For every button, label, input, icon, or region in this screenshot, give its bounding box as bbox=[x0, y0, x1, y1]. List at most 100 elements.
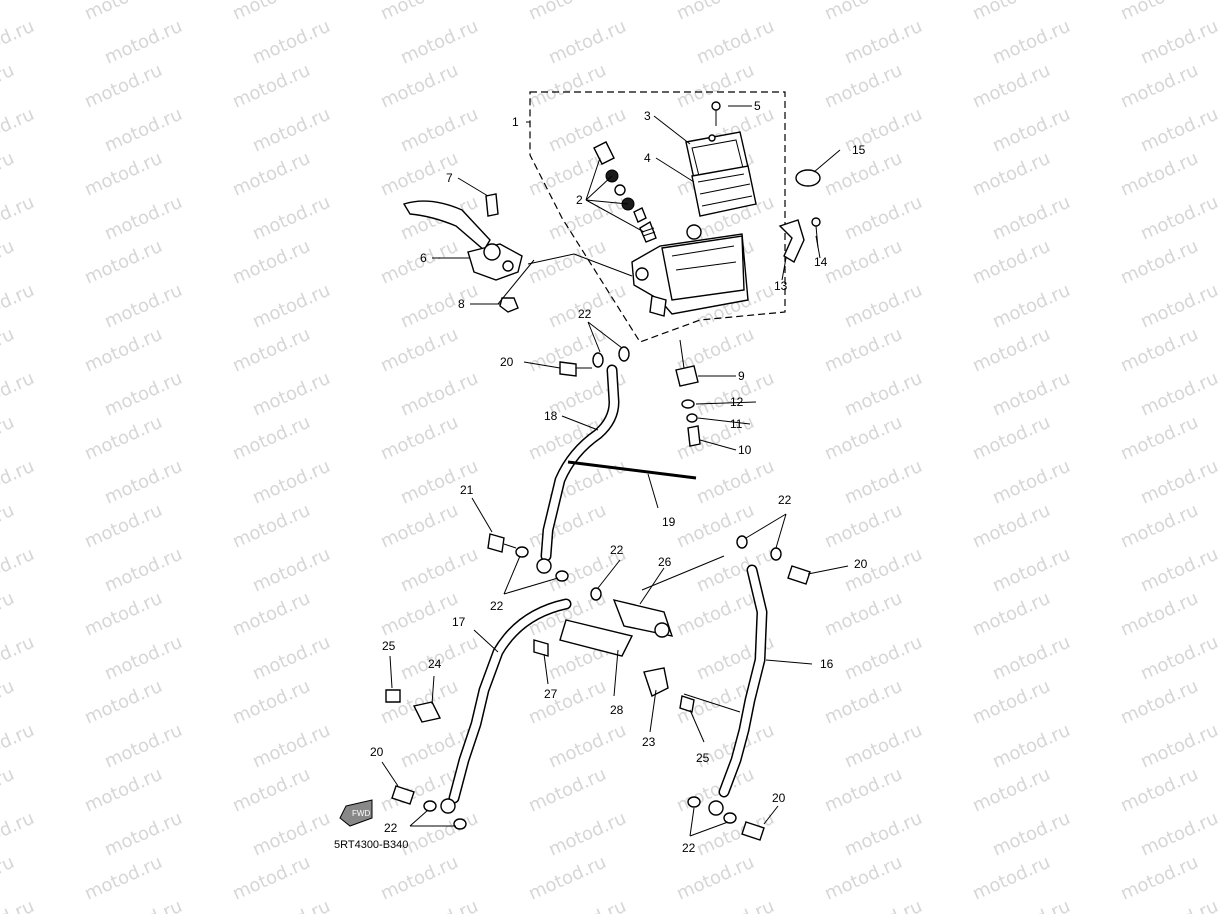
watermark-text: motod.ru bbox=[0, 852, 17, 905]
clamp-bolt-right bbox=[679, 695, 695, 713]
brake-lever bbox=[402, 200, 523, 281]
watermark-text: motod.ru bbox=[1117, 852, 1201, 905]
hose-clamp-right bbox=[643, 667, 669, 697]
brake-hose-joint bbox=[559, 587, 674, 657]
watermark-text: motod.ru bbox=[229, 500, 313, 553]
watermark-text: motod.ru bbox=[101, 16, 185, 69]
hose-guide-rod bbox=[567, 460, 697, 480]
watermark-text: motod.ru bbox=[969, 0, 1053, 25]
watermark-text: motod.ru bbox=[989, 632, 1073, 685]
watermark-text: motod.ru bbox=[377, 60, 461, 113]
dust-boot bbox=[795, 169, 821, 187]
watermark-text: motod.ru bbox=[377, 852, 461, 905]
watermark-text: motod.ru bbox=[397, 16, 481, 69]
callout-label: 3 bbox=[644, 109, 651, 123]
callout-label: 25 bbox=[382, 639, 396, 653]
watermark-text: motod.ru bbox=[81, 412, 165, 465]
callout-label: 20 bbox=[854, 557, 868, 571]
callout-label: 28 bbox=[610, 703, 624, 717]
watermark-text: motod.ru bbox=[101, 720, 185, 773]
watermark-text: motod.ru bbox=[1137, 368, 1218, 421]
watermark-text: motod.ru bbox=[841, 280, 925, 333]
watermark-text: motod.ru bbox=[229, 676, 313, 729]
watermark-text: motod.ru bbox=[1117, 148, 1201, 201]
callout-label: 15 bbox=[852, 143, 866, 157]
watermark-text: motod.ru bbox=[101, 368, 185, 421]
watermark-text: motod.ru bbox=[525, 500, 609, 553]
watermark-text: motod.ru bbox=[229, 764, 313, 817]
watermark-text: motod.ru bbox=[821, 764, 905, 817]
hose-clamp-left bbox=[412, 701, 442, 723]
watermark-text: motod.ru bbox=[377, 0, 461, 25]
watermark-text: motod.ru bbox=[397, 896, 481, 914]
callout-label: 21 bbox=[460, 483, 474, 497]
watermark-text: motod.ru bbox=[101, 280, 185, 333]
watermark-text: motod.ru bbox=[821, 324, 905, 377]
watermark-text: motod.ru bbox=[989, 808, 1073, 861]
callout-label: 27 bbox=[544, 687, 558, 701]
washers-lower-left bbox=[423, 800, 467, 830]
watermark-text: motod.ru bbox=[841, 896, 925, 914]
watermark-text: motod.ru bbox=[693, 544, 777, 597]
callout-label: 24 bbox=[428, 657, 442, 671]
watermark-text: motod.ru bbox=[1137, 456, 1218, 509]
watermark-text: motod.ru bbox=[841, 368, 925, 421]
watermark-text: motod.ru bbox=[1117, 324, 1201, 377]
watermark-text: motod.ru bbox=[1117, 764, 1201, 817]
hose-banjo-upper bbox=[536, 558, 552, 574]
watermark-text: motod.ru bbox=[81, 852, 165, 905]
master-cylinder-assembly-outline bbox=[529, 91, 786, 343]
watermark-text: motod.ru bbox=[101, 456, 185, 509]
watermark-text: motod.ru bbox=[969, 412, 1053, 465]
watermark-text: motod.ru bbox=[229, 236, 313, 289]
part-code: 5RT4300-B340 bbox=[334, 839, 408, 851]
washers-lower-right bbox=[687, 796, 737, 824]
watermark-text: motod.ru bbox=[1117, 60, 1201, 113]
watermark-text: motod.ru bbox=[229, 588, 313, 641]
watermark-text: motod.ru bbox=[693, 16, 777, 69]
callout-label: 12 bbox=[730, 395, 744, 409]
watermark-text: motod.ru bbox=[525, 148, 609, 201]
watermark-text: motod.ru bbox=[81, 60, 165, 113]
callout-label: 17 bbox=[452, 615, 466, 629]
clamp-bolt-left bbox=[385, 689, 401, 703]
watermark-text: motod.ru bbox=[673, 852, 757, 905]
watermark-text: motod.ru bbox=[969, 236, 1053, 289]
watermark-text: motod.ru bbox=[841, 16, 925, 69]
watermark-text: motod.ru bbox=[397, 368, 481, 421]
watermark-text: motod.ru bbox=[821, 588, 905, 641]
watermark-text: motod.ru bbox=[1137, 104, 1218, 157]
watermark-text: motod.ru bbox=[693, 456, 777, 509]
watermark-text: motod.ru bbox=[249, 456, 333, 509]
watermark-text: motod.ru bbox=[0, 896, 37, 914]
watermark-text: motod.ru bbox=[525, 764, 609, 817]
watermark-text: motod.ru bbox=[525, 60, 609, 113]
watermark-text: motod.ru bbox=[841, 192, 925, 245]
callout-label: 7 bbox=[446, 171, 453, 185]
watermark-text: motod.ru bbox=[81, 588, 165, 641]
union-bolt-top bbox=[559, 361, 592, 377]
watermark-text: motod.ru bbox=[989, 16, 1073, 69]
watermark-text: motod.ru bbox=[377, 500, 461, 553]
watermark-text: motod.ru bbox=[1137, 632, 1218, 685]
watermark-text: motod.ru bbox=[377, 412, 461, 465]
watermark-text: motod.ru bbox=[81, 148, 165, 201]
watermark-text: motod.ru bbox=[0, 0, 17, 25]
watermark-text: motod.ru bbox=[249, 544, 333, 597]
watermark-text: motod.ru bbox=[1137, 192, 1218, 245]
watermark-text: motod.ru bbox=[0, 60, 17, 113]
watermark-text: motod.ru bbox=[249, 632, 333, 685]
watermark-text: motod.ru bbox=[841, 456, 925, 509]
watermark-text: motod.ru bbox=[377, 588, 461, 641]
watermark-text: motod.ru bbox=[397, 544, 481, 597]
watermark-text: motod.ru bbox=[249, 16, 333, 69]
callout-label: 22 bbox=[384, 821, 398, 835]
watermark-text: motod.ru bbox=[525, 0, 609, 25]
callout-label: 20 bbox=[370, 745, 384, 759]
watermark-text: motod.ru bbox=[821, 0, 905, 25]
callout-label: 22 bbox=[682, 841, 696, 855]
watermark-text: motod.ru bbox=[397, 808, 481, 861]
callout-label: 20 bbox=[772, 791, 786, 805]
watermark-text: motod.ru bbox=[249, 720, 333, 773]
joint-bolt bbox=[533, 639, 549, 657]
